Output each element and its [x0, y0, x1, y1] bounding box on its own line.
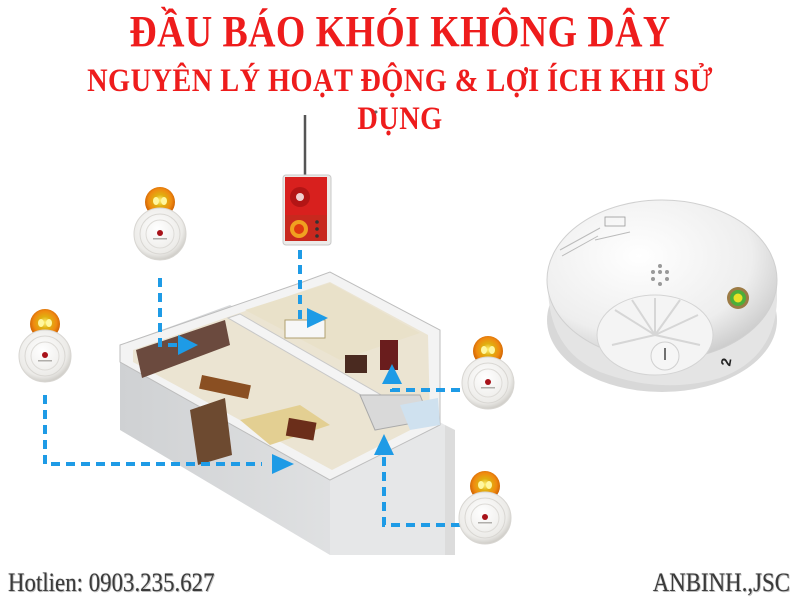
detector-right-upper	[461, 335, 515, 410]
house-floorplan-3d	[119, 271, 455, 555]
detector-left	[18, 308, 72, 383]
page-title: ĐẦU BÁO KHÓI KHÔNG DÂY	[129, 7, 671, 56]
brand-name: ANBINH.,JSC	[652, 568, 790, 597]
page-subtitle: NGUYÊN LÝ HOẠT ĐỘNG & LỢI ÍCH KHI SỬ DỤN…	[87, 63, 713, 137]
main-heat-smoke-detector	[546, 199, 778, 392]
detector-right-lower	[458, 470, 512, 545]
connection-arrows	[178, 308, 402, 474]
hotline-text: Hotlien: 0903.235.627	[8, 568, 215, 597]
detector-top-left	[133, 186, 187, 261]
wireless-alarm-panel	[282, 115, 332, 246]
